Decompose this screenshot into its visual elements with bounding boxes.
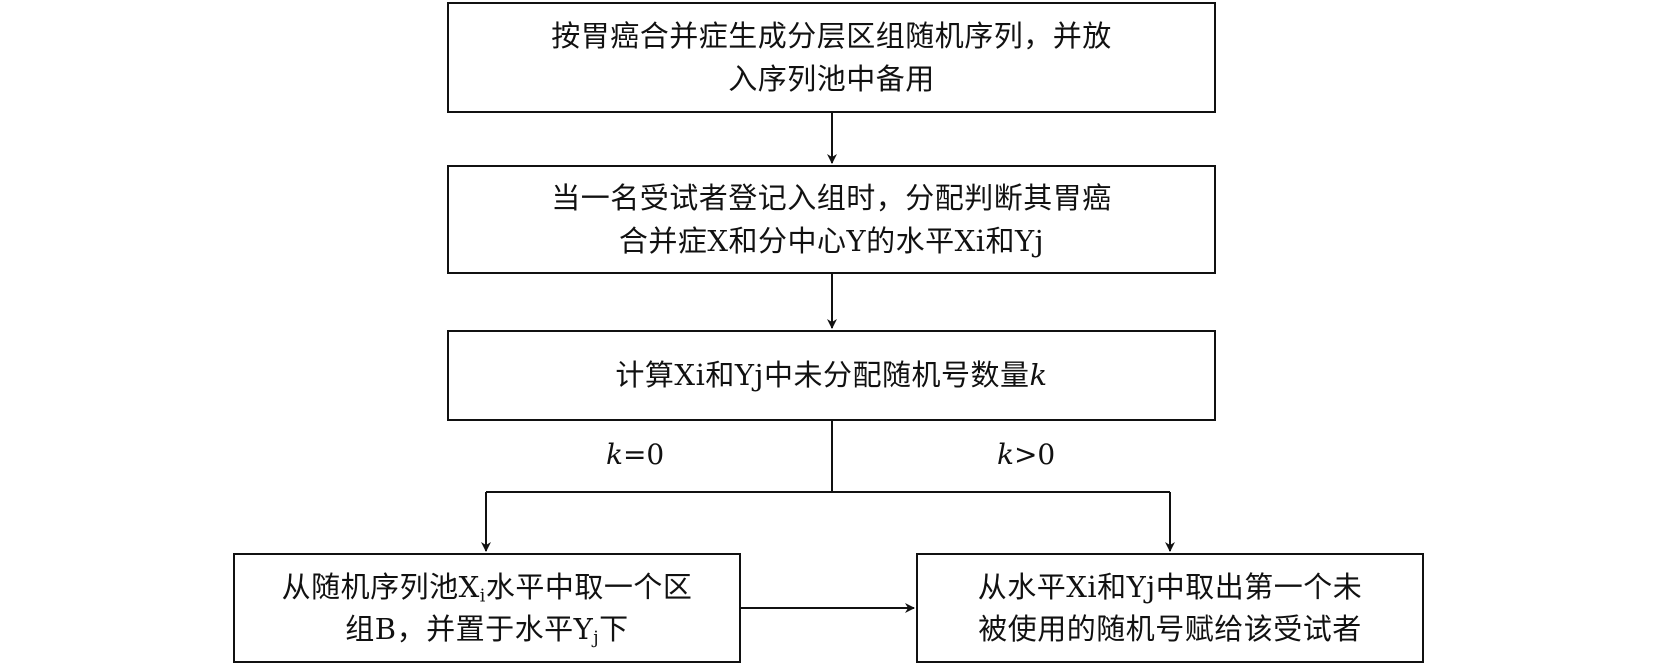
step2-line2: 合并症X和分中心Y的水平Xi和Yj xyxy=(618,223,1045,258)
branch-left-var: k xyxy=(606,438,623,471)
step4-l2-sub: j xyxy=(593,628,600,649)
step3-text: 计算Xi和Yj中未分配随机号数量k xyxy=(615,354,1047,396)
step4-line2: 组B，并置于水平Yj下 xyxy=(282,608,693,650)
step4-l1b: 水平中取一个区 xyxy=(485,569,693,604)
branch-label-k-equals-zero: k=0 xyxy=(606,438,664,471)
step3-var-k: k xyxy=(1029,358,1048,393)
step4-l2b: 下 xyxy=(599,612,629,646)
step4-l1-sub: i xyxy=(479,586,486,607)
branch-right-var: k xyxy=(997,438,1014,471)
step4-l1a: 从随机序列池X xyxy=(281,569,480,604)
step1-text: 按胃癌合并症生成分层区组随机序列，并放 入序列池中备用 xyxy=(551,15,1112,99)
step5-text: 从水平Xi和Yj中取出第一个未 被使用的随机号赋给该受试者 xyxy=(978,566,1363,650)
step3-box: 计算Xi和Yj中未分配随机号数量k xyxy=(447,330,1216,421)
branch-left-rest: =0 xyxy=(622,438,665,471)
step5-box: 从水平Xi和Yj中取出第一个未 被使用的随机号赋给该受试者 xyxy=(916,553,1424,663)
step3-line: 计算Xi和Yj中未分配随机号数量k xyxy=(615,354,1047,396)
step5-line2: 被使用的随机号赋给该受试者 xyxy=(978,612,1362,646)
step5-line1: 从水平Xi和Yj中取出第一个未 xyxy=(977,569,1363,604)
step4-text: 从随机序列池Xi水平中取一个区 组B，并置于水平Yj下 xyxy=(282,566,693,650)
step2-box: 当一名受试者登记入组时，分配判断其胃癌 合并症X和分中心Y的水平Xi和Yj xyxy=(447,165,1216,274)
step3-prefix: 计算Xi和Yj中未分配随机号数量 xyxy=(615,358,1030,393)
step4-line1: 从随机序列池Xi水平中取一个区 xyxy=(282,566,693,608)
step1-line2: 入序列池中备用 xyxy=(728,61,935,96)
branch-right-rest: >0 xyxy=(1013,438,1056,471)
step1-box: 按胃癌合并症生成分层区组随机序列，并放 入序列池中备用 xyxy=(447,2,1216,113)
step2-text: 当一名受试者登记入组时，分配判断其胃癌 合并症X和分中心Y的水平Xi和Yj xyxy=(551,177,1112,261)
branch-label-k-greater-zero: k>0 xyxy=(997,438,1055,471)
step1-line1: 按胃癌合并症生成分层区组随机序列，并放 xyxy=(551,19,1112,54)
step2-line1: 当一名受试者登记入组时，分配判断其胃癌 xyxy=(551,181,1112,216)
step4-box: 从随机序列池Xi水平中取一个区 组B，并置于水平Yj下 xyxy=(233,553,741,663)
step4-l2a: 组B，并置于水平Y xyxy=(345,612,594,646)
